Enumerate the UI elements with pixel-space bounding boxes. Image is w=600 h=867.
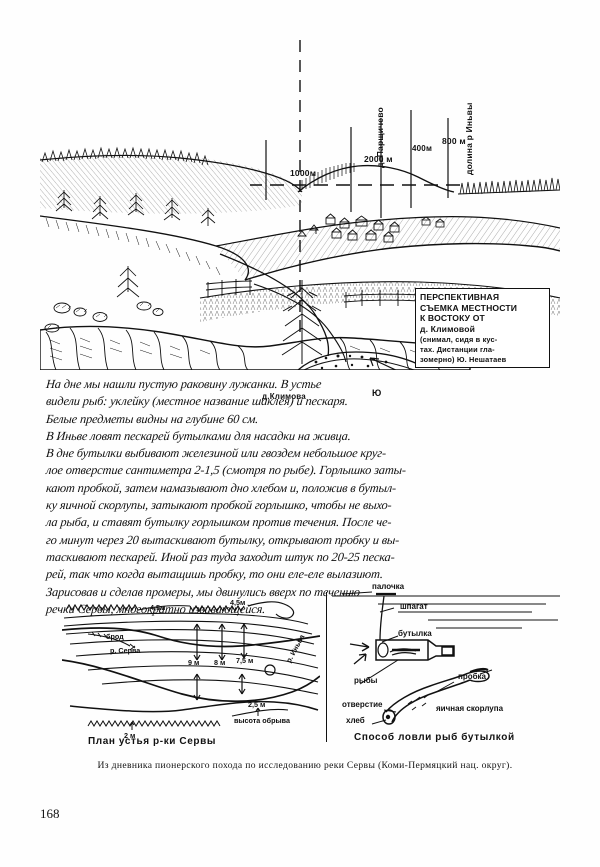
compass-south-marker: Ю xyxy=(372,388,382,398)
legend-line-1: ПЕРСПЕКТИВНАЯ xyxy=(420,292,500,302)
river-mouth-plan-diagram: 4,5м 4,5м 9 м 8 м 7,5 м 2 м 2,5 м высота… xyxy=(61,588,321,748)
bread-label: хлеб xyxy=(346,716,365,725)
ford-label: брод xyxy=(106,632,124,641)
stick-label: палочка xyxy=(372,582,405,591)
bottle-fishing-diagram: палочка шпагат бутылка рыбы пробка отвер… xyxy=(332,582,560,748)
legend-line-6: тах. Дистанции гла- xyxy=(420,344,495,354)
legend-line-4: д. Климовой xyxy=(420,324,476,335)
handwritten-line: ку яичной скорлупы, затыкают пробкой гор… xyxy=(45,498,393,513)
depth-label-2m: 2 м xyxy=(124,731,136,740)
handwritten-line: На дне мы нашли пустую раковину лужанки.… xyxy=(45,377,322,391)
river-serva-label: р. Серва xyxy=(110,646,141,655)
sketch-legend-box: ПЕРСПЕКТИВНАЯ СЪЕМКА МЕСТНОСТИ К ВОСТОКУ… xyxy=(415,288,550,368)
handwritten-line: го минут через 20 вытаскивают бутылку, о… xyxy=(45,532,400,547)
legend-line-5: (снимал, сидя в кус- xyxy=(420,334,498,344)
handwritten-line: ла рыба, и ставят бутылку горлышком прот… xyxy=(45,515,393,530)
place-label-inva-valley: долина р Иньвы xyxy=(464,102,474,175)
distance-label-400m: 400м xyxy=(412,144,433,153)
cork-label: пробка xyxy=(458,672,486,681)
legend-line-2: СЪЕМКА МЕСТНОСТИ xyxy=(420,302,518,313)
legend-line-7: зомерно) Ю. Нешатаев xyxy=(420,354,507,364)
twine-label: шпагат xyxy=(400,602,428,611)
place-label-parmichevo: д. Парщичево xyxy=(375,107,385,168)
depth-label-8m: 8 м xyxy=(214,658,226,667)
handwritten-line: В дне бутылки выбивают железиной или гво… xyxy=(45,446,387,461)
depth-label-75m: 7,5 м xyxy=(236,656,254,665)
bottle-fishing-title: Способ ловли рыб бутылкой xyxy=(354,732,515,743)
handwritten-line: видели рыб: уклейку (местное название ша… xyxy=(45,394,349,409)
depth-label-9m: 9 м xyxy=(188,658,200,667)
diagram-divider xyxy=(326,592,327,742)
handwritten-line: кают пробкой, затем намазывают дно хлебо… xyxy=(45,480,397,495)
hole-label: отверстие xyxy=(342,700,383,709)
place-label-klimova: д.Климова xyxy=(262,392,306,401)
river-mouth-plan-title: План устья р-ки Сервы xyxy=(88,736,217,747)
handwritten-line: таскивают пескарей. Иной раз туда заходи… xyxy=(45,549,396,564)
handwritten-line: В Иньве ловят пескарей бутылками для нас… xyxy=(45,428,352,443)
width-label-right: 4,5м xyxy=(230,598,246,607)
bottle-label: бутылка xyxy=(398,629,432,638)
legend-line-3: К ВОСТОКУ ОТ xyxy=(420,313,485,324)
handwritten-line: Белые предметы видны на глубине 60 см. xyxy=(45,411,259,426)
eggshell-label: яичная скорлупа xyxy=(436,704,504,713)
distance-label-2000m: 2000 м xyxy=(364,154,393,164)
bank-height-label: высота обрыва xyxy=(234,716,290,725)
distance-label-1000m: 1000м xyxy=(290,168,317,178)
handwritten-line: лое отверстие сантиметра 2-1,5 (смотря п… xyxy=(45,463,407,478)
handwritten-diary-text: На дне мы нашли пустую раковину лужанки.… xyxy=(45,376,554,618)
distance-label-800m: 800 м xyxy=(442,136,466,146)
page-number: 168 xyxy=(40,806,60,821)
handwritten-line: рей, так что когда вытащишь пробку, то о… xyxy=(45,567,384,582)
figure-caption: Из дневника пионерского похода по исслед… xyxy=(97,760,513,771)
width-label-left: 4,5м xyxy=(150,603,166,612)
fish-label: рыбы xyxy=(354,676,378,685)
depth-label-25m: 2,5 м xyxy=(248,700,266,709)
